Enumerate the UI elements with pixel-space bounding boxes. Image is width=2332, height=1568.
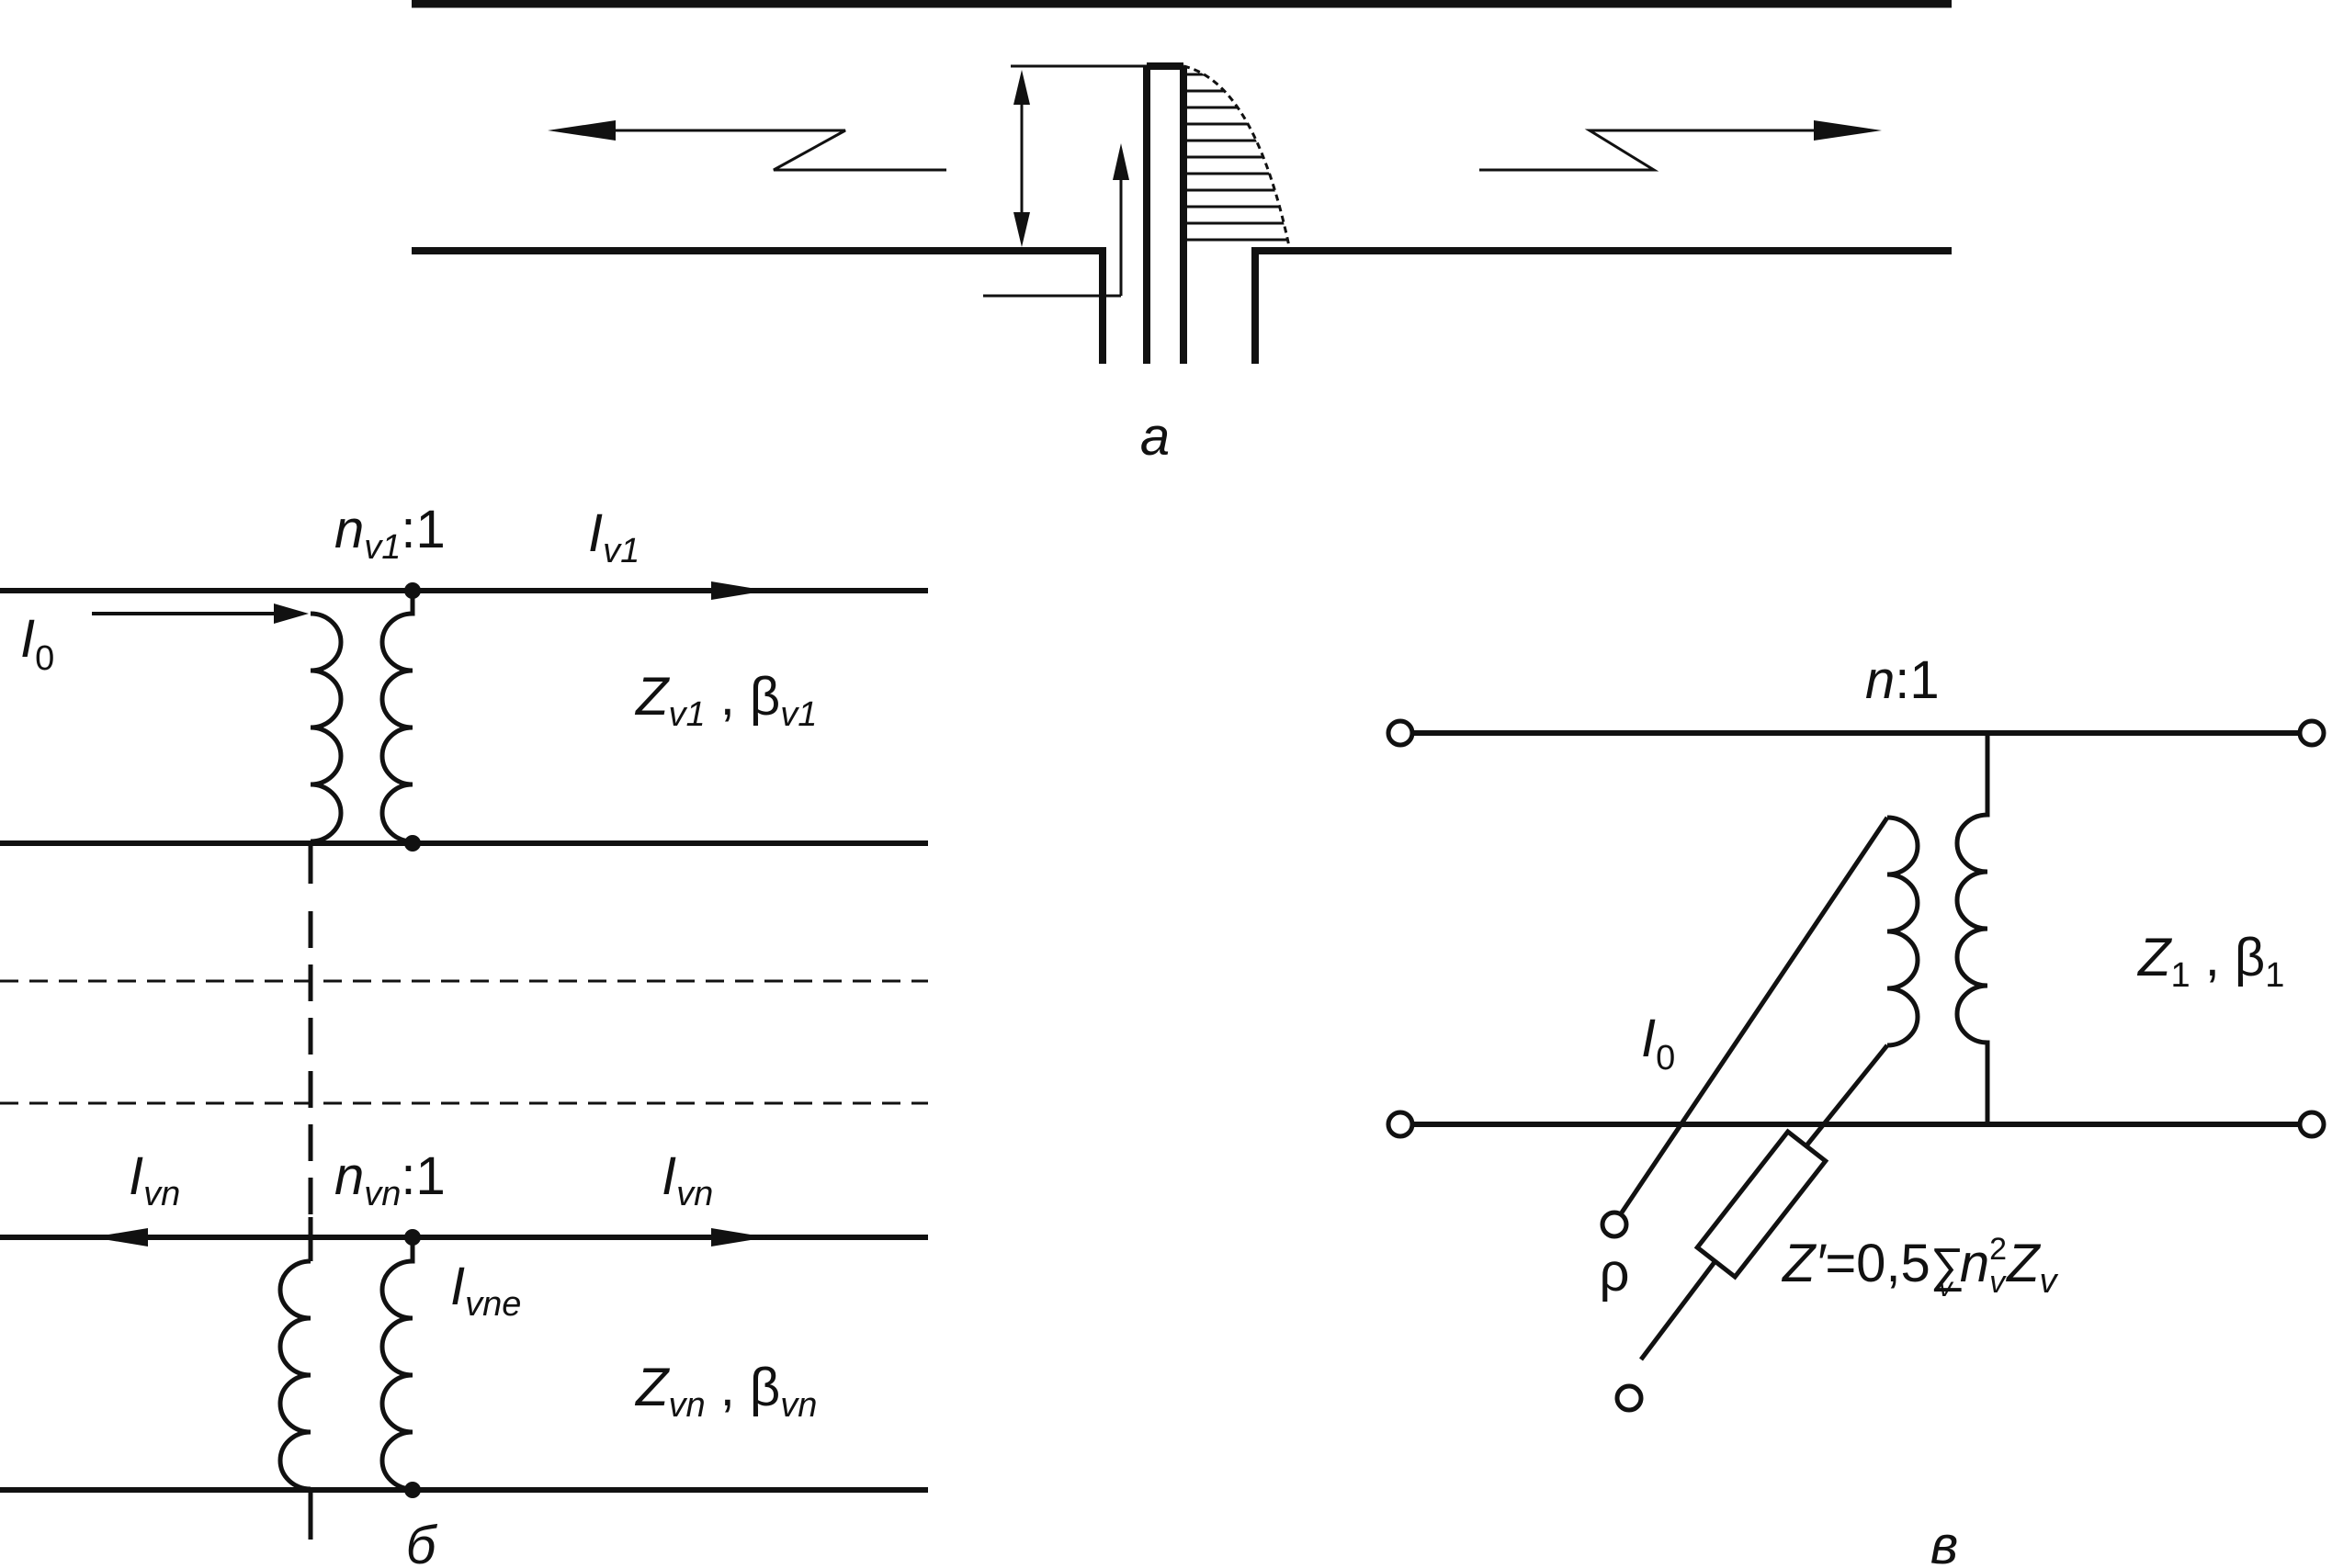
wave-left-arrowhead xyxy=(548,120,616,141)
primary-lead-lower xyxy=(1806,1043,1889,1146)
secondary-coil-top xyxy=(379,591,415,844)
junction-dot xyxy=(404,1482,421,1498)
panel-c-label: в xyxy=(1930,1516,1958,1568)
current-label-vn-right: Ivn xyxy=(662,1146,713,1213)
panel-a-label: а xyxy=(1140,407,1170,467)
impedance-lead-lower xyxy=(1639,1260,1716,1361)
wave-right-zigzag xyxy=(1479,129,1815,172)
line-params-label: Z1 , β1 xyxy=(2136,928,2284,995)
secondary-coil xyxy=(1954,733,1990,1124)
current-distribution-hatch xyxy=(1183,66,1290,251)
current-distribution-curve xyxy=(1183,64,1292,252)
ratio-label-top: nv1:1 xyxy=(334,500,446,567)
source-current-arrow xyxy=(274,604,309,624)
line-params-label-bottom: Zvn , βvn xyxy=(634,1358,817,1425)
panel-a: а xyxy=(412,0,1952,467)
height-dim-arrow-down xyxy=(1013,212,1030,247)
impedance-resistor xyxy=(1693,1128,1829,1280)
primary-coil-bottom xyxy=(277,1258,311,1492)
terminal-circle xyxy=(1386,1110,1415,1139)
ratio-label: n:1 xyxy=(1865,650,1940,710)
current-label-v1: Iv1 xyxy=(588,503,640,570)
rho-label: ρ xyxy=(1600,1243,1630,1303)
current-arrow-vn-right xyxy=(711,1228,767,1247)
panel-b: nv1:1 Iv1 I0 Zv1 , βv1 nvn:1 Ivn Ivn Ivn… xyxy=(0,500,928,1568)
terminal-circle xyxy=(2297,718,2326,748)
junction-dot xyxy=(404,835,421,852)
wave-left-zigzag xyxy=(579,129,946,172)
current-label-vn-left: Ivn xyxy=(129,1146,180,1213)
height-dim-arrow-up xyxy=(1013,70,1030,105)
current-arrow-vn-left xyxy=(92,1228,148,1247)
secondary-coil-bottom xyxy=(379,1237,415,1492)
terminal-circle-rho xyxy=(1600,1210,1629,1239)
feed-current-arrow xyxy=(1113,143,1129,180)
primary-coil xyxy=(1886,815,1920,1048)
panel-b-label: б xyxy=(406,1516,438,1568)
terminal-circle xyxy=(2297,1110,2326,1139)
source-current-label: I0 xyxy=(1641,1009,1675,1077)
waveguide-bottom-wall-left xyxy=(412,247,1106,364)
junction-dot xyxy=(404,582,421,599)
primary-coil-top xyxy=(310,611,344,844)
terminal-circle xyxy=(1386,718,1415,748)
ratio-label-bottom: nvn:1 xyxy=(334,1146,446,1213)
primary-lead-to-rho xyxy=(1619,816,1890,1214)
wave-right-arrowhead xyxy=(1814,120,1882,141)
terminal-circle xyxy=(1614,1383,1644,1413)
current-arrow-v1 xyxy=(711,581,767,600)
source-current-label: I0 xyxy=(20,609,54,678)
waveguide-bottom-wall-right xyxy=(1251,247,1952,364)
coil-current-label: Ivne xyxy=(450,1257,521,1324)
junction-dot xyxy=(404,1229,421,1246)
line-params-label-top: Zv1 , βv1 xyxy=(634,667,817,734)
